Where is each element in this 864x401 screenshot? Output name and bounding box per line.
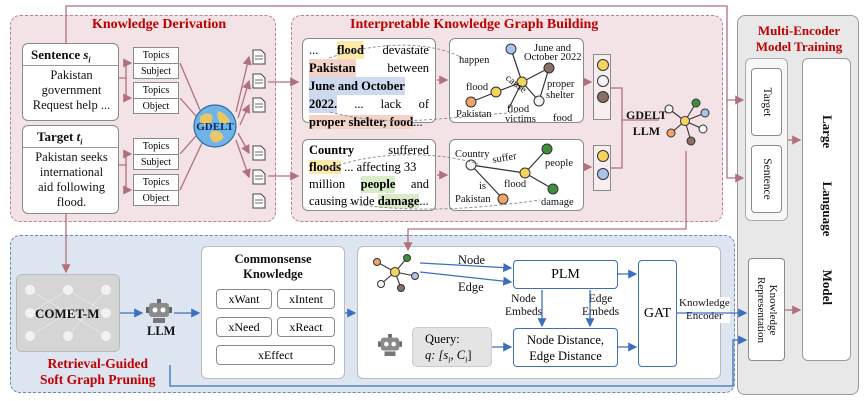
field-topics-object-bottom: Topics Object [133, 174, 179, 206]
document-icons-bottom [252, 145, 266, 209]
knowledge-representation-encoder: Knowledge Representation [748, 258, 785, 361]
svg-text:damage: damage [541, 197, 574, 208]
large-language-model-box: Large Language Model [802, 58, 851, 361]
knowledge-graph-1: happen June and October 2022 cause flood… [456, 43, 581, 123]
commonsense-title: Commonsense Knowledge [234, 252, 312, 281]
field-topics-subject-top: Topics Subject [133, 47, 179, 79]
relation-xreact: xReact [277, 317, 335, 337]
svg-text:flood: flood [507, 104, 530, 115]
document-icons-top [252, 49, 266, 113]
robot-icon [146, 299, 172, 323]
target-label: Target ti [37, 129, 83, 147]
svg-text:people: people [545, 158, 573, 169]
svg-text:food: food [553, 113, 573, 123]
llm-label: LLM [147, 324, 176, 338]
target-box: Target ti Pakistan seeks international a… [22, 125, 119, 214]
plm-box: PLM [513, 260, 618, 289]
globe-label: GDELT [196, 121, 234, 133]
query-box: Query: q: [si, Ci] [412, 327, 492, 367]
sentence-encoder: Sentence [751, 145, 782, 213]
distance-box: Node Distance, Edge Distance [513, 328, 618, 367]
svg-text:happen: happen [459, 55, 490, 66]
svg-text:shelter: shelter [546, 90, 574, 101]
svg-text:cause: cause [503, 73, 528, 96]
graph-building-title: Interpretable Knowledge Graph Building [350, 17, 599, 32]
svg-text:suffer: suffer [492, 151, 518, 166]
text-card-2: Country suffered floods ... affecting 33… [302, 139, 436, 211]
svg-text:October 2022: October 2022 [524, 52, 581, 63]
relation-xintent: xIntent [277, 289, 335, 309]
gat-box: GAT [638, 260, 677, 367]
target-encoder: Target [751, 68, 782, 136]
globe-icon: GDELT [193, 104, 237, 148]
svg-text:Pakistan: Pakistan [455, 194, 491, 205]
relation-xneed: xNeed [216, 317, 272, 337]
knowledge-encoder-label: Knowledge Encoder [679, 297, 730, 323]
text-card-1: ... flood devastate Pakistan between Jun… [302, 38, 436, 129]
pruning-title: Retrieval-Guided Soft Graph Pruning [40, 356, 156, 387]
sentence-text: Pakistan government Request help ... [32, 68, 111, 112]
field-topics-object-top: Topics Object [133, 82, 179, 114]
edge-label: Edge [458, 280, 484, 294]
comet-m-label: COMET-M [35, 306, 100, 321]
knowledge-graph-2: Country suffer people flood is Pakistan … [455, 143, 574, 208]
svg-text:victims: victims [505, 114, 536, 123]
node-embeds-label: Node Embeds [505, 293, 543, 318]
query-robot-icon [378, 334, 402, 356]
svg-text:flood: flood [504, 179, 527, 190]
node-label: Node [458, 253, 486, 267]
knowledge-derivation-title: Knowledge Derivation [92, 17, 227, 32]
embedding-stack-1 [593, 54, 611, 120]
sentence-label: Sentence si [31, 47, 91, 65]
target-text: Pakistan seeks international aid followi… [35, 150, 108, 209]
merged-knowledge-graph [664, 98, 710, 146]
svg-text:is: is [479, 181, 486, 192]
edge-embeds-label: Edge Embeds [582, 293, 620, 318]
relation-xwant: xWant [216, 289, 272, 309]
svg-text:proper: proper [547, 79, 575, 90]
sentence-box: Sentence si Pakistan government Request … [22, 43, 119, 121]
svg-text:Pakistan: Pakistan [456, 109, 492, 120]
field-topics-subject-bottom: Topics Subject [133, 138, 179, 170]
relation-xeffect: xEffect [216, 345, 335, 365]
embedding-stack-2 [593, 145, 611, 191]
svg-text:Country: Country [455, 149, 490, 160]
multi-encoder-title: Multi-Encoder Model Training [755, 23, 843, 54]
pruned-graph-icon [373, 254, 419, 292]
svg-text:flood: flood [466, 82, 489, 93]
comet-network-icon [25, 285, 111, 341]
